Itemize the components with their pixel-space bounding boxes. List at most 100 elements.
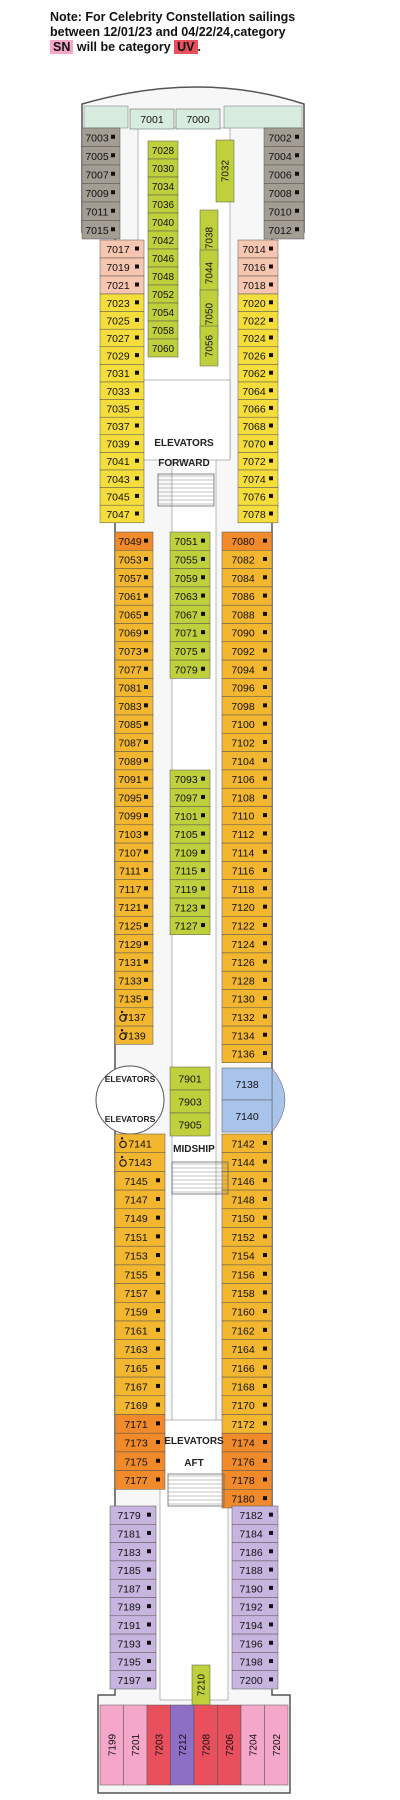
cabin-7045[interactable]: 7045 [99,487,145,506]
cabin-7046[interactable]: 7046 [147,248,179,268]
cabin-7202[interactable]: 7202 [264,1704,289,1786]
cabin-7054[interactable]: 7054 [147,302,179,322]
cabin-7109[interactable]: 7109 [169,842,211,862]
cabin-7143[interactable]: 7143 [114,1152,166,1172]
cabin-7057[interactable]: 7057 [114,568,154,588]
cabin-7142[interactable]: 7142 [221,1133,273,1153]
cabin-7068[interactable]: 7068 [237,416,279,436]
cabin-7201[interactable]: 7201 [123,1704,148,1786]
cabin-7036[interactable]: 7036 [147,194,179,214]
cabin-7004[interactable]: 7004 [263,146,305,166]
cabin-7095[interactable]: 7095 [114,787,154,807]
cabin-7178[interactable]: 7178 [221,1470,273,1490]
cabin-7161[interactable]: 7161 [114,1320,166,1340]
cabin-7030[interactable]: 7030 [147,158,179,178]
cabin-7021[interactable]: 7021 [99,275,145,295]
cabin-7132[interactable]: 7132 [221,1007,273,1027]
cabin-7052[interactable]: 7052 [147,284,179,304]
cabin-7136[interactable]: 7136 [221,1044,273,1063]
cabin-7195[interactable]: 7195 [109,1652,157,1671]
cabin-7086[interactable]: 7086 [221,586,273,606]
cabin-7104[interactable]: 7104 [221,751,273,771]
cabin-7169[interactable]: 7169 [114,1395,166,1415]
cabin-7197[interactable]: 7197 [109,1670,157,1690]
cabin-7180[interactable]: 7180 [221,1489,273,1509]
cabin-7184[interactable]: 7184 [231,1524,279,1543]
cabin-7070[interactable]: 7070 [237,434,279,453]
cabin-7103[interactable]: 7103 [114,824,154,844]
cabin-7168[interactable]: 7168 [221,1376,273,1397]
cabin-7105[interactable]: 7105 [169,824,211,844]
cabin-7123[interactable]: 7123 [169,897,211,917]
cabin-7152[interactable]: 7152 [221,1227,273,1247]
cabin-7901[interactable]: 7901 [169,1066,211,1091]
cabin-7069[interactable]: 7069 [114,623,154,643]
cabin-7115[interactable]: 7115 [169,861,211,881]
cabin-7140[interactable]: 7140 [221,1099,273,1133]
cabin-7108[interactable]: 7108 [221,787,273,807]
cabin-7001[interactable]: 7001 [129,108,175,130]
cabin-7010[interactable]: 7010 [263,201,305,221]
cabin-7187[interactable]: 7187 [109,1578,157,1598]
cabin-7125[interactable]: 7125 [114,916,154,935]
cabin-7082[interactable]: 7082 [221,550,273,569]
cabin-7124[interactable]: 7124 [221,934,273,954]
cabin-7022[interactable]: 7022 [237,311,279,330]
cabin-7130[interactable]: 7130 [221,989,273,1009]
cabin-7185[interactable]: 7185 [109,1560,157,1580]
cabin-7039[interactable]: 7039 [99,434,145,453]
cabin-7006[interactable]: 7006 [263,164,305,184]
cabin-7076[interactable]: 7076 [237,487,279,506]
cabin-7015[interactable]: 7015 [81,220,121,240]
cabin-7170[interactable]: 7170 [221,1395,273,1415]
cabin-7079[interactable]: 7079 [169,659,211,679]
cabin-7075[interactable]: 7075 [169,641,211,661]
cabin-7000[interactable]: 7000 [175,108,221,130]
cabin-7206[interactable]: 7206 [217,1704,242,1786]
cabin-7049[interactable]: 7049 [114,531,154,551]
cabin-7176[interactable]: 7176 [221,1451,273,1471]
cabin-7043[interactable]: 7043 [99,469,145,488]
cabin-7153[interactable]: 7153 [114,1245,166,1266]
cabin-7177[interactable]: 7177 [114,1470,166,1490]
cabin-7139[interactable]: 7139 [114,1025,154,1045]
cabin-7135[interactable]: 7135 [114,989,154,1009]
cabin-7145[interactable]: 7145 [114,1171,166,1191]
cabin-7077[interactable]: 7077 [114,659,154,679]
cabin-7114[interactable]: 7114 [221,842,273,862]
cabin-7092[interactable]: 7092 [221,641,273,661]
cabin-7110[interactable]: 7110 [221,806,273,826]
cabin-7146[interactable]: 7146 [221,1171,273,1191]
cabin-7002[interactable]: 7002 [263,127,305,147]
cabin-7181[interactable]: 7181 [109,1524,157,1543]
cabin-7189[interactable]: 7189 [109,1597,157,1617]
cabin-7141[interactable]: 7141 [114,1133,166,1153]
cabin-7037[interactable]: 7037 [99,416,145,436]
cabin-7063[interactable]: 7063 [169,586,211,606]
cabin-7175[interactable]: 7175 [114,1451,166,1471]
cabin-7117[interactable]: 7117 [114,879,154,899]
cabin-7100[interactable]: 7100 [221,714,273,734]
cabin-7014[interactable]: 7014 [237,239,279,259]
cabin-7173[interactable]: 7173 [114,1432,166,1453]
cabin-7012[interactable]: 7012 [263,220,305,240]
cabin-7131[interactable]: 7131 [114,952,154,972]
cabin-7026[interactable]: 7026 [237,346,279,365]
cabin-7096[interactable]: 7096 [221,678,273,697]
cabin-7019[interactable]: 7019 [99,257,145,277]
cabin-7154[interactable]: 7154 [221,1245,273,1266]
cabin-7212[interactable]: 7212 [170,1704,195,1786]
cabin-7165[interactable]: 7165 [114,1358,166,1378]
cabin-7078[interactable]: 7078 [237,504,279,524]
cabin-7203[interactable]: 7203 [146,1704,171,1786]
cabin-7098[interactable]: 7098 [221,696,273,716]
cabin-7171[interactable]: 7171 [114,1414,166,1434]
cabin-7020[interactable]: 7020 [237,293,279,312]
cabin-7138[interactable]: 7138 [221,1067,273,1101]
cabin-7102[interactable]: 7102 [221,733,273,752]
cabin-7156[interactable]: 7156 [221,1264,273,1284]
cabin-7094[interactable]: 7094 [221,659,273,679]
cabin-7080[interactable]: 7080 [221,531,273,551]
cabin-7160[interactable]: 7160 [221,1302,273,1322]
cabin-7116[interactable]: 7116 [221,861,273,880]
